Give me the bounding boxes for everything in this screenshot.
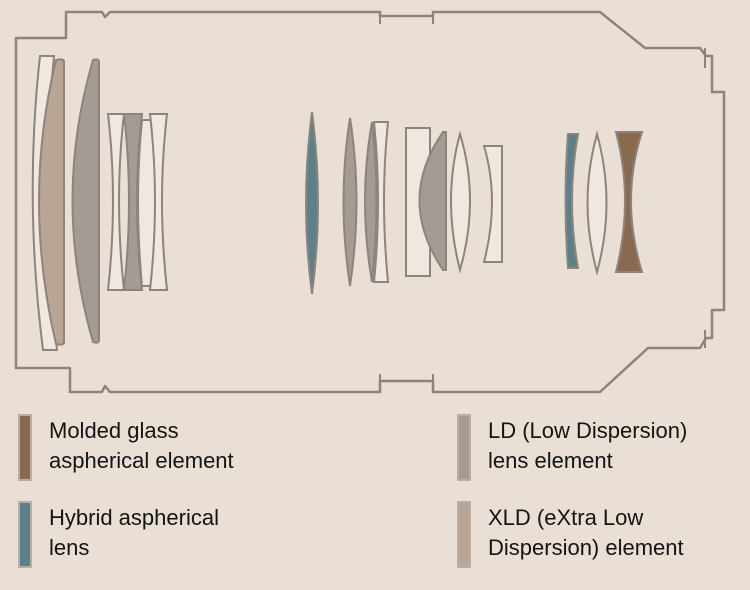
legend-label: XLD (eXtra Low Dispersion) element: [488, 503, 684, 563]
lens-element-molded-glass: [614, 131, 644, 273]
legend-label: Hybrid aspherical lens: [49, 503, 219, 563]
legend-swatch: [18, 414, 32, 481]
legend-line: Hybrid aspherical: [49, 505, 219, 530]
lens-element-clear: [450, 130, 471, 274]
legend-label: LD (Low Dispersion) lens element: [488, 416, 687, 476]
lens-element-hybrid: [564, 133, 580, 269]
lens-barrel-outline: [14, 10, 726, 394]
lens-construction-diagram: [14, 10, 726, 394]
legend-line: XLD (eXtra Low: [488, 505, 644, 530]
lens-element-clear: [148, 113, 169, 291]
lens-element-xld: [38, 58, 65, 346]
lens-element-hybrid: [305, 111, 319, 295]
lens-element-ld: [71, 58, 100, 344]
lens-element-clear: [405, 127, 431, 277]
legend-line: aspherical element: [49, 448, 234, 473]
legend-line: Dispersion) element: [488, 535, 684, 560]
lens-element-ld: [342, 117, 358, 287]
legend-swatch: [457, 414, 471, 481]
lens-element-clear: [586, 130, 608, 276]
lens-element-ld: [418, 131, 447, 271]
legend-label: Molded glass aspherical element: [49, 416, 234, 476]
lens-element-clear: [372, 121, 390, 283]
legend-swatch: [18, 501, 32, 568]
lens-element-ld: [364, 121, 378, 283]
legend-line: LD (Low Dispersion): [488, 418, 688, 443]
legend-line: lens element: [488, 448, 613, 473]
lens-element-clear: [482, 145, 503, 263]
legend-swatch: [457, 501, 471, 568]
lens-element-clear: [106, 113, 126, 291]
legend-line: lens: [49, 535, 90, 560]
legend-line: Molded glass: [49, 418, 179, 443]
